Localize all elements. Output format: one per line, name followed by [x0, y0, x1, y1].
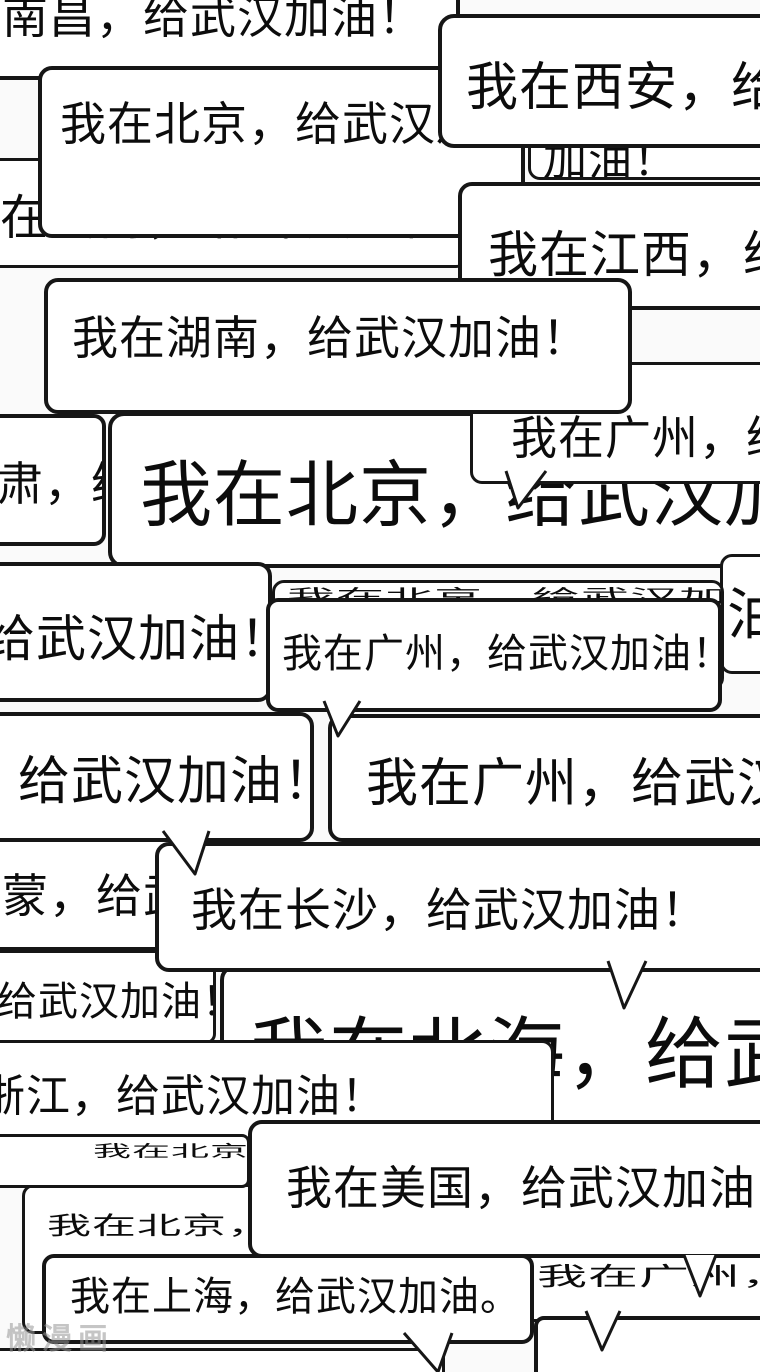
tail-changsha — [606, 960, 648, 1010]
speech-bubble-meiguo: 我在美国，给武汉加油！ — [248, 1120, 760, 1258]
tail-bottom-right — [584, 1310, 622, 1352]
speech-bubble-text-left-jiayou-1: 给武汉加油！ — [0, 611, 268, 667]
speech-bubble-guangzhou-2: 我在广州，给武汉加油！ — [328, 714, 760, 842]
speech-bubble-text-hunan: 我在湖南，给武汉加油！ — [72, 312, 589, 364]
speech-bubble-text-oil-glyph: 油 — [727, 584, 760, 645]
speech-bubble-hunan: 我在湖南，给武汉加油！ — [44, 278, 632, 414]
speech-bubble-oil-glyph: 油 — [720, 554, 760, 674]
speech-bubble-shanghai: 我在上海，给武汉加油。 — [42, 1254, 534, 1344]
speech-bubble-changsha: 我在长沙，给武汉加油！ — [155, 842, 760, 972]
speech-bubble-text-jiangxi: 我在江西，给武汉加油！ — [488, 227, 760, 283]
speech-bubble-text-guangzhou-2: 我在广州，给武汉加油！ — [366, 755, 760, 813]
speech-bubble-text-left-jiayou-2: 给武汉加油！ — [18, 753, 314, 811]
speech-bubble-guangzhou-1: 我在广州，给武汉加油！ — [266, 598, 722, 712]
speech-bubble-text-neimeng: 我在内蒙，给武汉加油！ — [0, 870, 177, 922]
tail-guangzhou-1 — [322, 700, 362, 738]
speech-bubble-text-xian: 我在西安，给武汉加油！ — [466, 59, 760, 117]
speech-bubble-text-meiguo: 我在美国，给武汉加油！ — [286, 1162, 760, 1214]
speech-bubble-under-shanghai-blank — [0, 1348, 445, 1372]
tail-guangzhou-top — [504, 470, 548, 510]
speech-bubble-xian: 我在西安，给武汉加油！ — [438, 14, 760, 148]
speech-bubble-text-zhejiang: 我在浙江，给武汉加油！ — [0, 1072, 386, 1121]
tail-left-jiayou-2 — [161, 830, 211, 876]
speech-bubble-left-jiayou-3: 给武汉加油！ — [0, 950, 216, 1044]
speech-bubble-text-gansu: 我在甘肃，给武汉加油！ — [0, 458, 102, 510]
speech-bubble-gansu: 我在甘肃，给武汉加油！ — [0, 414, 106, 546]
speech-bubble-text-strip-partial: 我在北京 — [93, 1142, 250, 1161]
speech-bubble-text-shanghai: 我在上海，给武汉加油。 — [70, 1275, 521, 1319]
speech-bubble-left-jiayou-2: 给武汉加油！ — [0, 712, 314, 842]
speech-bubble-text-nanchang: 我在南昌，给武汉加油！ — [0, 0, 425, 43]
watermark: 懒漫画 — [6, 1323, 114, 1356]
speech-bubble-text-squished-guangzhou: 我在广州，给武汉加油！ — [537, 1262, 760, 1291]
tail-shanghai — [402, 1332, 454, 1372]
speech-bubble-neimeng: 我在内蒙，给武汉加油！ — [0, 826, 180, 950]
speech-bubble-text-guangzhou-tail: 我在广州，给武汉加油！ — [511, 412, 760, 464]
speech-bubble-strip-partial: 我在北京 — [0, 1134, 250, 1188]
speech-bubble-text-left-jiayou-3: 给武汉加油！ — [0, 980, 213, 1024]
speech-bubble-text-guangzhou-1: 我在广州，给武汉加油！ — [282, 632, 722, 676]
speech-bubble-left-jiayou-1: 给武汉加油！ — [0, 562, 272, 702]
speech-bubble-text-changsha: 我在长沙，给武汉加油！ — [191, 884, 708, 936]
tail-squished-gz — [682, 1254, 718, 1298]
speech-bubble-bottom-right-blank — [534, 1316, 760, 1372]
